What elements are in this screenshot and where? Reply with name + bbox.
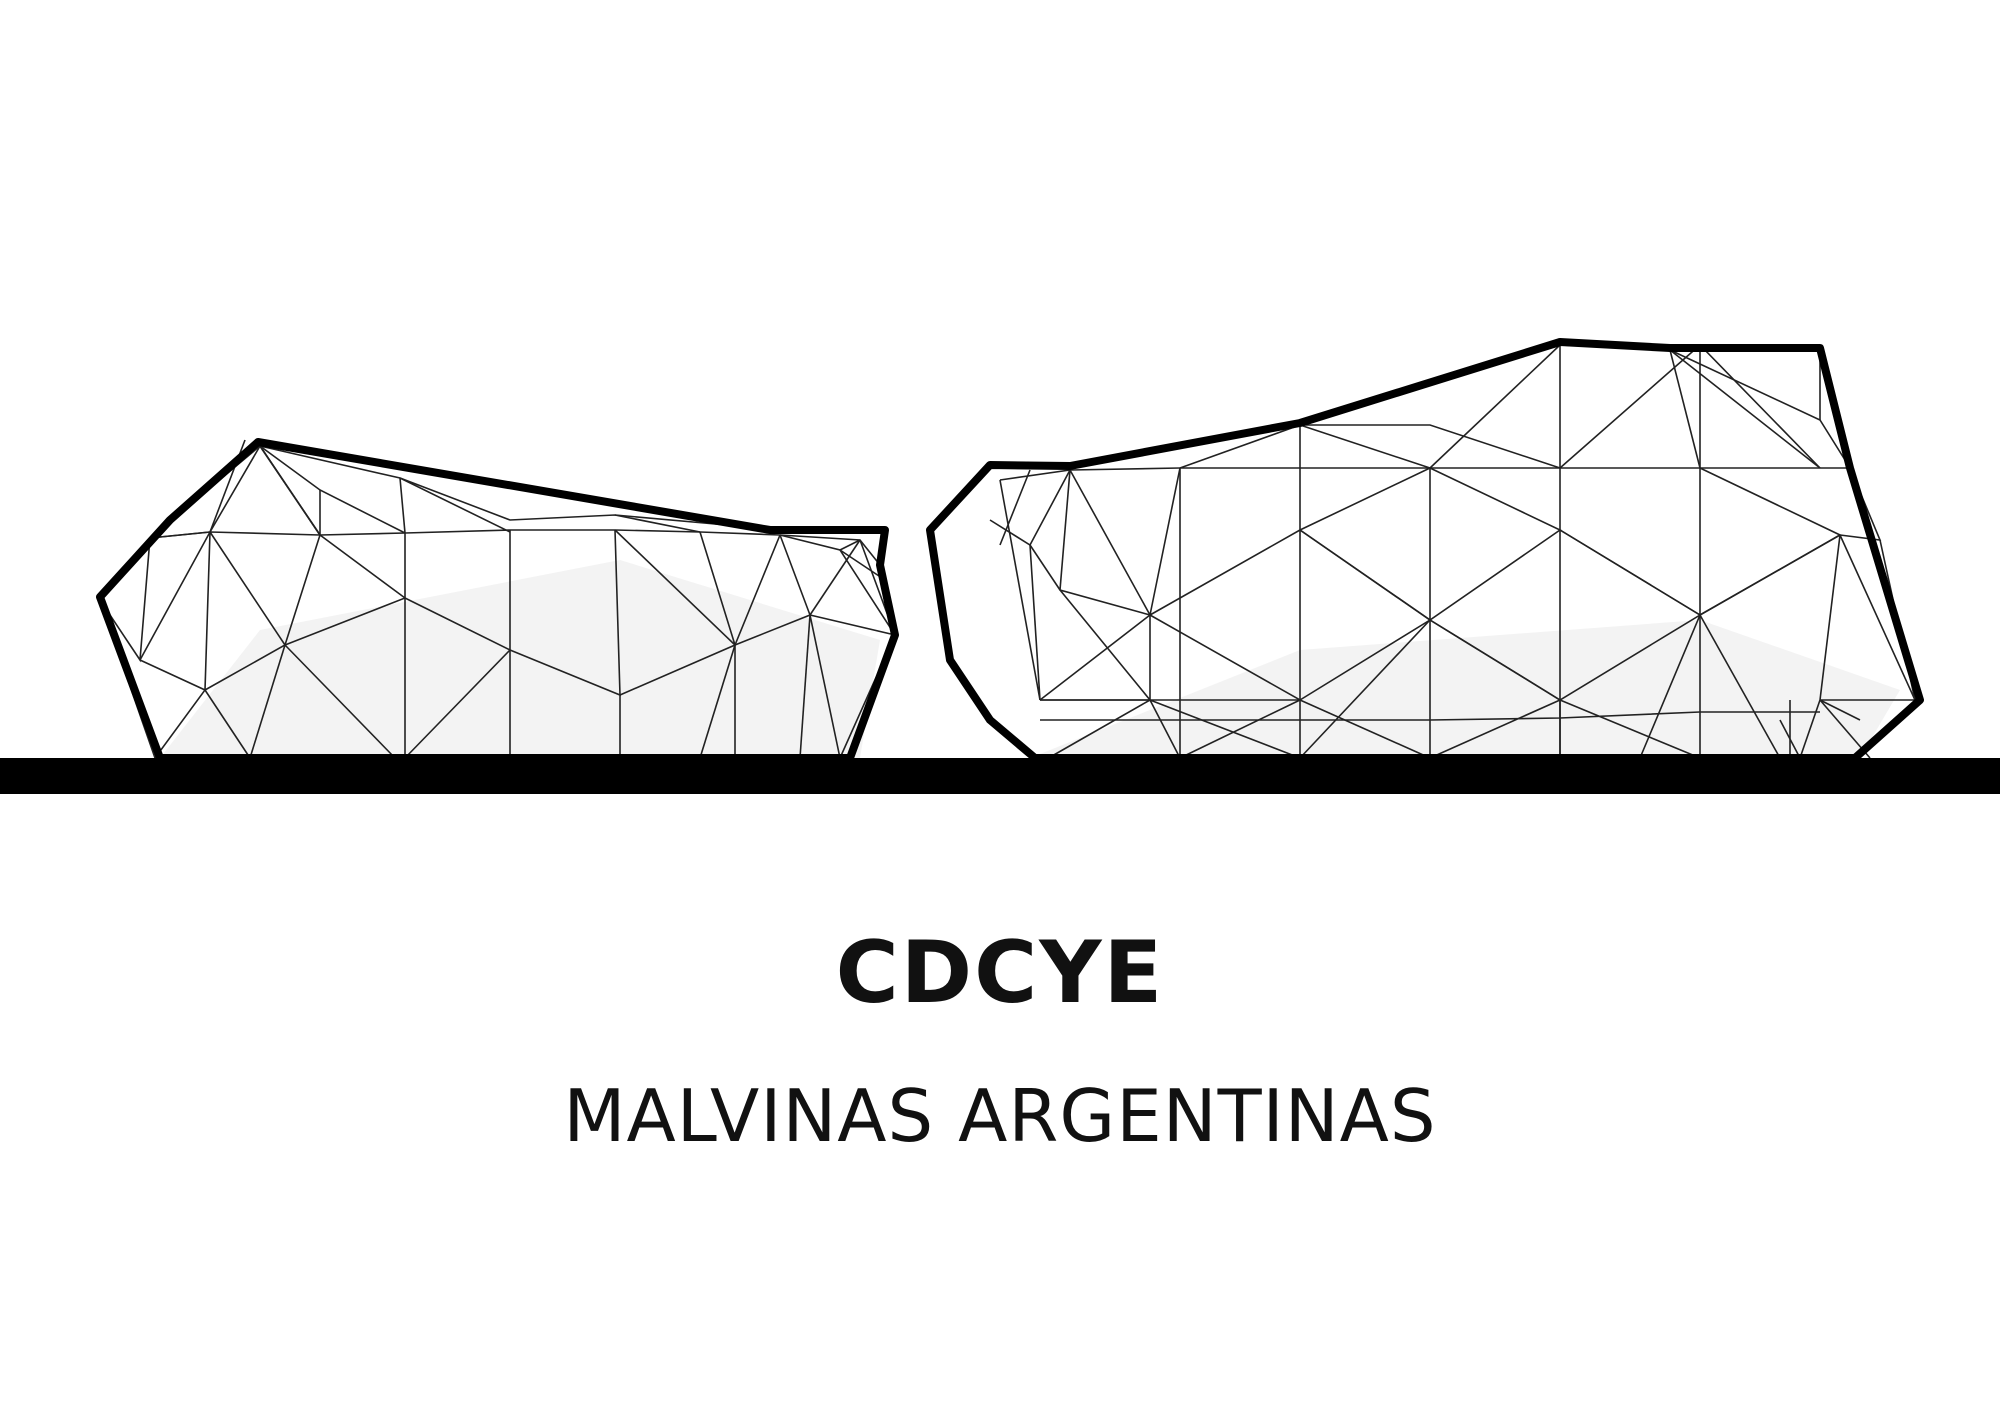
elevation-drawing <box>0 338 2000 794</box>
right-pavilion <box>926 338 1924 762</box>
project-title: CDCYE <box>835 923 1165 1023</box>
right-pavilion-outline <box>926 338 1924 762</box>
right-pavilion-mesh <box>989 343 1916 761</box>
left-pavilion-shade <box>160 560 880 758</box>
project-location: MALVINAS ARGENTINAS <box>563 1074 1437 1158</box>
ground-line <box>0 758 2000 794</box>
right-pavilion-shade <box>1030 620 1900 758</box>
left-pavilion <box>96 438 899 762</box>
